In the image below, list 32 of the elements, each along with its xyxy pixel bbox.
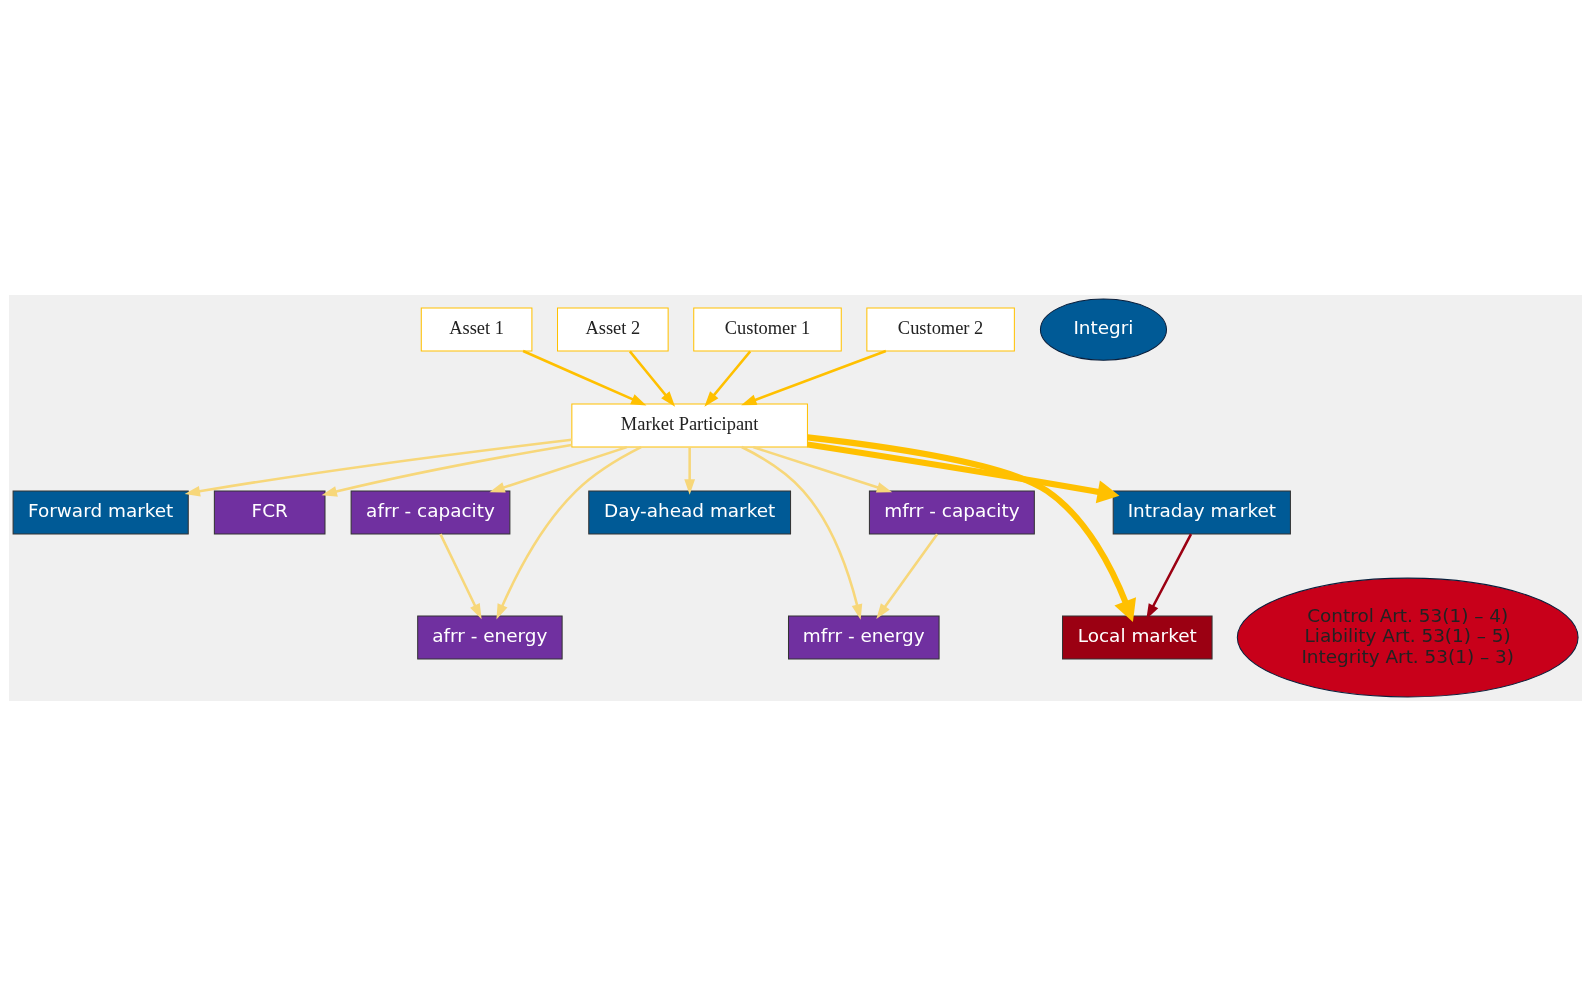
node-box: Market Participant (571, 402, 808, 447)
node-box: Asset 2 (557, 307, 669, 352)
arrow (496, 445, 642, 619)
node-box: Asset 1 (420, 307, 533, 352)
node-box: Forward market (12, 490, 189, 535)
arrow (807, 440, 1120, 503)
node-box: FCR (213, 490, 326, 535)
node-box: afrr - capacity (350, 490, 511, 535)
node-box: Intraday market (1112, 490, 1291, 535)
node-box: Local market (1062, 615, 1213, 660)
arrow (741, 445, 863, 620)
arrow (321, 443, 572, 497)
arrow (752, 445, 893, 493)
arrow (876, 532, 939, 619)
arrow (184, 437, 572, 497)
node-box: mfrr - energy (788, 615, 940, 660)
arrow (807, 433, 1137, 622)
arrow (741, 349, 887, 405)
arrow (628, 350, 676, 407)
node-box: afrr - energy (417, 615, 563, 660)
node-box: Customer 1 (693, 307, 842, 352)
node-ellipse: Control Art. 53(1) – 4) Liability Art. 53(1) – 5) Integrity Art. 53(1) – 3) (1236, 577, 1579, 697)
arrow (1146, 533, 1193, 619)
node-box: mfrr - capacity (868, 490, 1035, 535)
node-box: Customer 2 (866, 307, 1015, 352)
arrow (439, 533, 482, 619)
arrow (489, 445, 628, 493)
arrow (704, 350, 752, 407)
node-box: Day-ahead market (588, 490, 792, 535)
arrow (684, 446, 696, 495)
node-ellipse: Integri (1039, 297, 1167, 361)
arrow (522, 349, 647, 405)
